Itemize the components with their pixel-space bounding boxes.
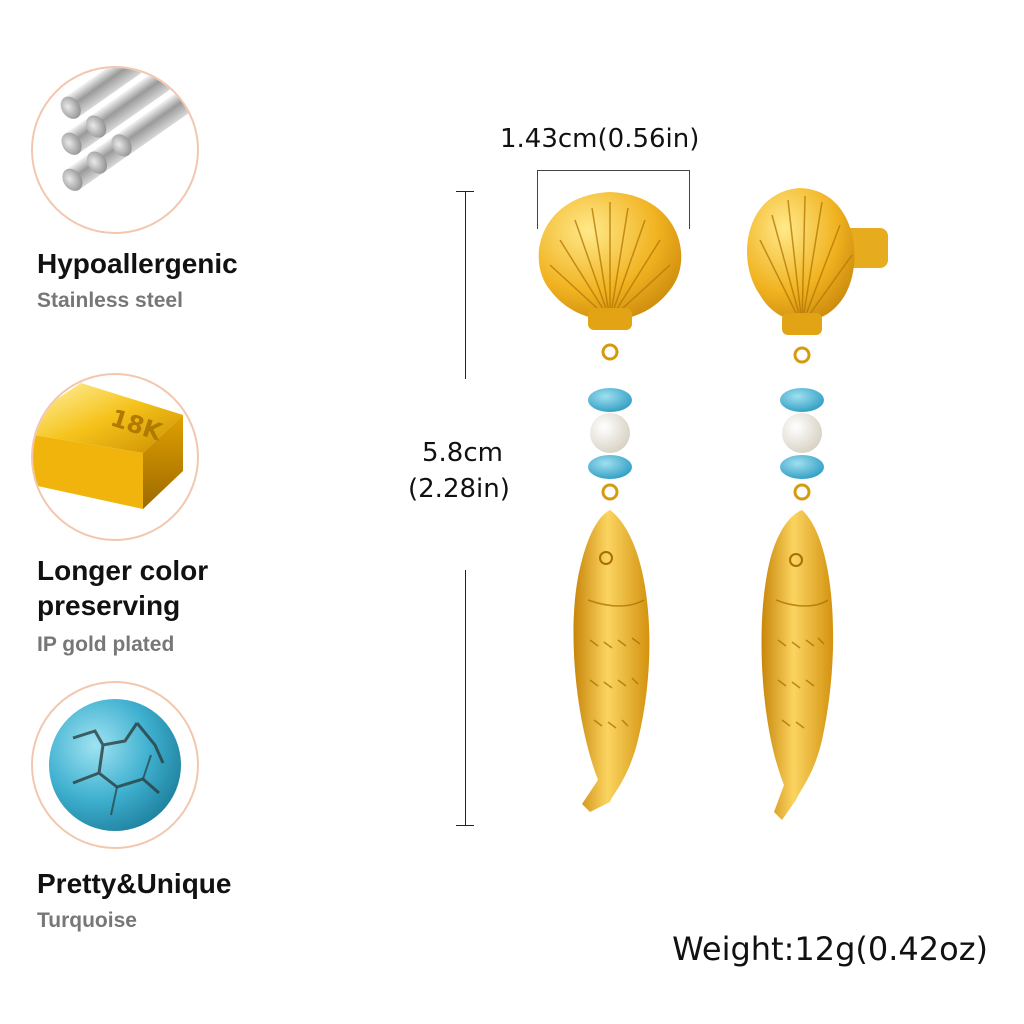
feature-circle-steel: [31, 66, 199, 234]
feature-title-unique: Pretty&Unique: [37, 868, 232, 899]
height-line-lower: [465, 570, 466, 825]
width-dimension-bracket: [537, 170, 690, 229]
gold-bar-18k-icon: 18K: [33, 383, 183, 509]
left-earring: [538, 192, 682, 812]
weight-label: Weight:12g(0.42oz): [672, 930, 988, 968]
feature-subtitle-gold: IP gold plated: [37, 633, 175, 656]
height-line-upper: [465, 191, 466, 379]
feature-title-color-line2: preserving: [37, 590, 181, 621]
feature-subtitle-turquoise: Turquoise: [37, 909, 137, 932]
feature-title-hypoallergenic: Hypoallergenic: [37, 248, 238, 279]
turquoise-bead-icon: [49, 699, 181, 831]
height-tick-bottom: [456, 825, 474, 826]
earrings-illustration: [538, 188, 888, 820]
feature-subtitle-steel: Stainless steel: [37, 289, 183, 312]
feature-circle-turquoise: [31, 681, 199, 849]
width-dimension-label: 1.43cm(0.56in): [500, 124, 700, 154]
height-dimension-cm: 5.8cm: [422, 438, 503, 468]
right-earring: [747, 188, 888, 820]
steel-rods-icon: [60, 68, 197, 191]
feature-circle-gold: 18K: [31, 373, 199, 541]
feature-title-color-line1: Longer color: [37, 555, 209, 586]
height-dimension-in: (2.28in): [408, 474, 510, 504]
